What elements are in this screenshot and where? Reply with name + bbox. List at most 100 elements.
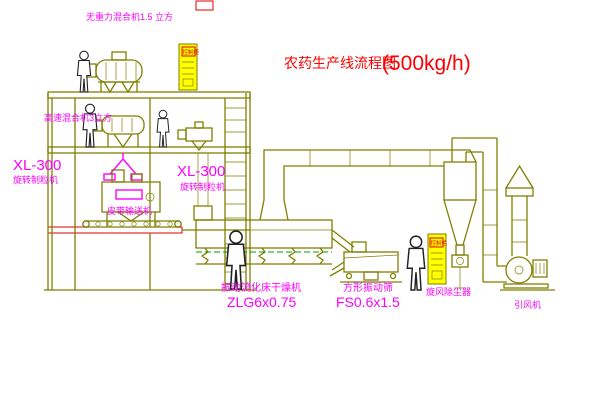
dryer-outlet-trapezoid: [259, 199, 289, 221]
mixer2-discharge: [107, 133, 139, 149]
dryer-inlet-box: [193, 205, 213, 221]
label-screen-name: 方形振动筛: [343, 281, 393, 294]
cyclone-dust-outlet: [455, 244, 465, 256]
control-cabinet-2: 控制柜: [427, 233, 448, 285]
dryer-body: [195, 219, 333, 249]
fan-housing: [505, 256, 533, 284]
fluid-bed-dryer: [193, 199, 355, 265]
granulator-small: [177, 121, 213, 206]
red-marker-box: [195, 0, 214, 11]
cabinet-lower-door: [182, 78, 194, 87]
fan-base: [503, 283, 549, 289]
screen-spring-left: [345, 272, 353, 280]
label-dryer-name: 振动流化床干燥机: [221, 281, 301, 294]
label-second-mixer: 高速混合机3立方: [44, 112, 112, 123]
screen-spring-right: [389, 272, 397, 280]
feed-chute-to-dryer: [197, 153, 209, 206]
belt-lines: [84, 220, 180, 228]
building-structure: [44, 91, 555, 291]
vibrating-screen: [329, 241, 402, 283]
rotary-valve-rotor: [456, 257, 464, 265]
screen-deck: [343, 254, 399, 259]
granulator-small-inlet: [194, 121, 204, 129]
floor-slab-top: [47, 91, 251, 99]
stack-body: [511, 196, 528, 256]
drawing-title: 农药生产线流程图: [284, 55, 396, 71]
belt-rollers: [95, 221, 173, 227]
chute-outlet-left: [103, 173, 116, 181]
building-columns: [47, 93, 251, 290]
rotary-valve: [451, 254, 469, 268]
cabinet-nameplate: [181, 46, 196, 57]
fan-motor: [532, 259, 548, 278]
mixer2-hatch: [111, 118, 133, 132]
mixer-body: [95, 59, 143, 83]
mixer-discharge-hoppers: [103, 81, 135, 94]
screen-motor: [363, 271, 379, 281]
floor-slab-mid: [47, 146, 251, 154]
cyclone-cylinder: [443, 161, 477, 201]
granulator-small-cone: [191, 140, 207, 152]
cyclone-cone: [443, 199, 477, 246]
chute-branches: [109, 153, 137, 175]
screen-inlet: [351, 241, 367, 253]
dryer-discharge-chute: [331, 229, 355, 253]
fan-motor-fins: [535, 263, 545, 274]
granulator-port2: [131, 173, 143, 183]
vertical-duct-flanges: [483, 189, 497, 256]
cyclone-drop-line: [454, 267, 466, 289]
floor-slab-lower-red: [47, 226, 183, 234]
control-cabinet-1: 控制柜: [178, 43, 200, 91]
label-granulator-left-name: 旋转制粒机: [13, 174, 58, 185]
label-top-mixer: 无重力混合机1.5 立方: [86, 11, 173, 22]
cyclone-separator: [443, 137, 497, 289]
exhaust-stack: [505, 164, 534, 256]
label-belt-conveyor: 皮带输送机: [107, 205, 152, 216]
cabinet-panel-lines: [431, 252, 443, 266]
granulator-small-body: [185, 127, 213, 142]
belt-conveyor: [82, 220, 182, 228]
drawing-title-capacity: (500kg/h): [382, 52, 471, 75]
granulator-small-motor: [177, 129, 187, 140]
vortex-finder-elbow: [451, 137, 497, 162]
cabinet-lower-door: [431, 270, 443, 280]
screen-body: [343, 251, 399, 273]
mixer-inlet: [111, 51, 127, 61]
duct-flanges: [309, 150, 431, 166]
vertical-duct: [482, 138, 507, 283]
cabinet-nameplate: [429, 237, 444, 248]
exhaust-duct: [263, 149, 477, 200]
stack-flanges: [512, 219, 527, 243]
mixer-body-hatch: [105, 62, 137, 80]
cabinet-panel-lines: [182, 61, 194, 75]
label-cyclone: 旋风除尘器: [426, 286, 471, 297]
granulator-roller: [115, 189, 143, 200]
granulator-drive: [145, 192, 155, 202]
fan-suction-duct: [482, 138, 507, 283]
cabinet-label: 控制柜: [183, 48, 200, 56]
stack-collar: [505, 187, 534, 197]
fan-hub: [514, 265, 524, 275]
worker-figure-5: [406, 235, 426, 291]
induced-draft-fan: [503, 256, 549, 289]
belt-pulley-left: [82, 220, 90, 228]
zero-gravity-mixer: [85, 51, 143, 94]
screen-base-discharge: [329, 261, 402, 283]
label-granulator-left-model: XL-300: [13, 157, 61, 174]
granulator-body: [101, 181, 161, 213]
worker-figure-3: [156, 109, 170, 148]
worker-figure-2: [82, 103, 98, 148]
label-granulator-mid-name: 旋转制粒机: [180, 181, 225, 192]
worker-figure-4: [225, 230, 247, 290]
dryer-springs: [200, 247, 324, 265]
label-granulator-mid-model: XL-300: [177, 163, 225, 180]
label-dryer-model: ZLG6x0.75: [227, 294, 296, 310]
belt-pulley-right: [174, 220, 182, 228]
duct-run: [263, 149, 477, 200]
stack-rain-cap: [505, 164, 534, 189]
label-fan: 引风机: [514, 299, 541, 310]
worker-figure-1: [76, 50, 92, 93]
magenta-y-chute: [103, 153, 143, 181]
